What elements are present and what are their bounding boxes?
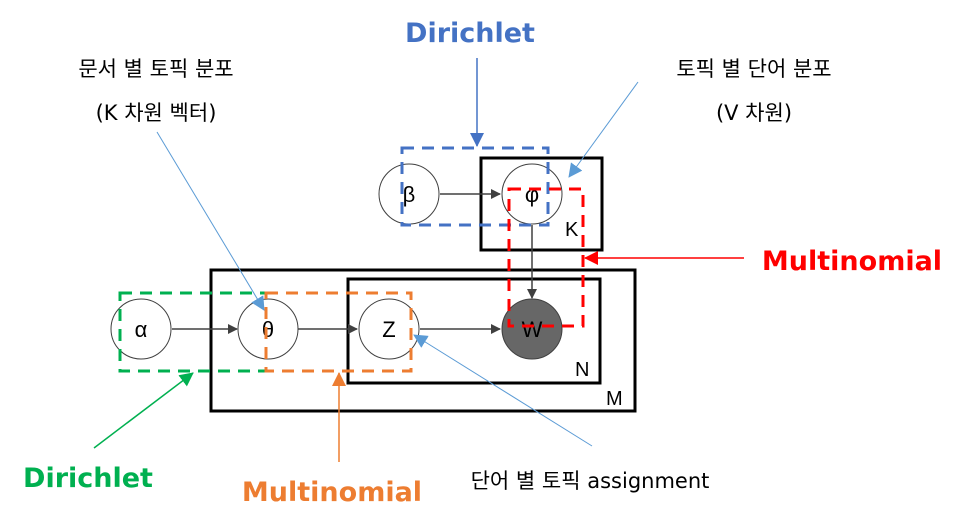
node-w-label: W [522, 317, 543, 342]
node-z-label: Z [382, 317, 395, 342]
pointer-dirichlet-bottom [93, 372, 194, 449]
node-w [501, 298, 563, 360]
multinomial-right-label: Multinomial [762, 246, 942, 277]
node-alpha [110, 298, 172, 360]
doc-topic-dist-sublabel: (K 차원 벡터) [96, 101, 217, 125]
node-beta-label: β [403, 182, 416, 207]
word-topic-assignment-label: 단어 별 토픽 assignment [471, 469, 710, 493]
plate-k-label: K [565, 219, 579, 241]
node-theta [237, 298, 299, 360]
node-alpha-label: α [135, 317, 148, 342]
highlight-multinomial-bottom-box [264, 291, 413, 373]
dirichlet-top-label: Dirichlet [405, 18, 535, 49]
node-z [358, 298, 420, 360]
highlight-multinomial-right-box [507, 187, 585, 328]
plate-m [209, 268, 637, 413]
pointer-word-topic [413, 334, 593, 447]
node-theta-label: θ [262, 317, 274, 342]
dirichlet-bottom-label: Dirichlet [23, 463, 153, 494]
pointer-topic-word [568, 81, 639, 178]
topic-word-dist-sublabel: (V 차원) [716, 101, 792, 125]
plate-k [479, 156, 604, 252]
plate-m-label: M [606, 388, 623, 410]
highlight-dirichlet-top-box [400, 146, 550, 227]
doc-topic-dist-label: 문서 별 토픽 분포 [78, 57, 233, 81]
node-phi-label: φ [525, 182, 539, 207]
topic-word-dist-label: 토픽 별 단어 분포 [676, 57, 831, 81]
plate-n-label: N [575, 359, 589, 381]
multinomial-bottom-label: Multinomial [242, 477, 422, 508]
pointer-doc-topic [156, 131, 265, 311]
